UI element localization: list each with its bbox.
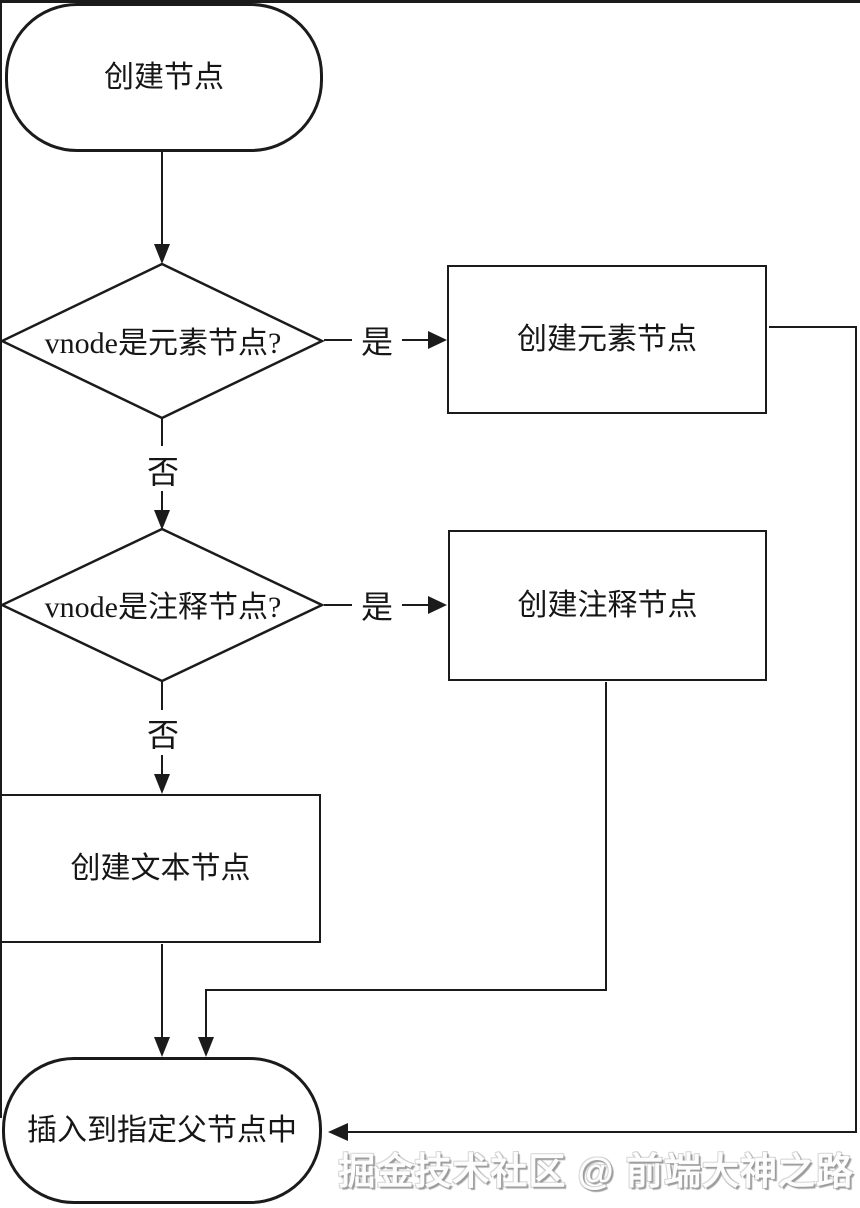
process-create-comment: 创建注释节点 xyxy=(448,530,767,681)
arrow-down-icon xyxy=(198,1037,214,1057)
edge-text-to-end-line xyxy=(161,944,163,1037)
edge-start-to-decision1-line xyxy=(161,152,163,245)
end-terminator: 插入到指定父节点中 xyxy=(2,1057,322,1204)
process-create-element-label: 创建元素节点 xyxy=(517,322,697,356)
process-create-text-label: 创建文本节点 xyxy=(70,851,251,885)
arrow-right-icon xyxy=(428,596,447,614)
arrow-left-icon xyxy=(328,1123,348,1141)
end-terminator-label: 插入到指定父节点中 xyxy=(27,1113,297,1147)
edge-label-yes2: 是 xyxy=(351,582,403,628)
edge-label-no1: 否 xyxy=(137,447,189,493)
decision-element-label: vnode是元素节点? xyxy=(44,327,282,360)
edge-comment-v2-line xyxy=(205,991,207,1038)
edge-no1-line-b xyxy=(161,491,163,512)
start-terminator: 创建节点 xyxy=(5,3,323,152)
arrow-right-icon xyxy=(428,331,447,349)
edge-no2-line-b xyxy=(161,755,163,775)
left-frame-line xyxy=(0,0,2,1118)
edge-element-in-h-line xyxy=(346,1131,857,1133)
watermark-text: 掘金技术社区 @ 前端大神之路 xyxy=(338,1151,854,1192)
edge-comment-v1-line xyxy=(605,682,607,990)
arrow-down-icon xyxy=(154,244,170,264)
arrow-down-icon xyxy=(154,774,170,794)
arrow-down-icon xyxy=(154,510,170,530)
edge-element-out-h-line xyxy=(769,326,857,328)
edge-element-out-v-line xyxy=(855,326,857,1133)
edge-no1-line-a xyxy=(161,417,163,446)
decision-comment-diamond xyxy=(0,527,325,683)
edge-label-yes1: 是 xyxy=(351,317,403,363)
edge-no2-line-a xyxy=(161,682,163,711)
top-frame-line xyxy=(0,0,860,3)
edge-label-no2: 否 xyxy=(137,710,189,756)
arrow-down-icon xyxy=(154,1037,170,1057)
start-terminator-label: 创建节点 xyxy=(104,60,224,94)
process-create-comment-label: 创建注释节点 xyxy=(517,588,698,622)
decision-comment-label: vnode是注释节点? xyxy=(44,591,282,624)
process-create-text: 创建文本节点 xyxy=(0,794,321,943)
edge-comment-h-line xyxy=(205,989,607,991)
process-create-element: 创建元素节点 xyxy=(447,265,767,414)
